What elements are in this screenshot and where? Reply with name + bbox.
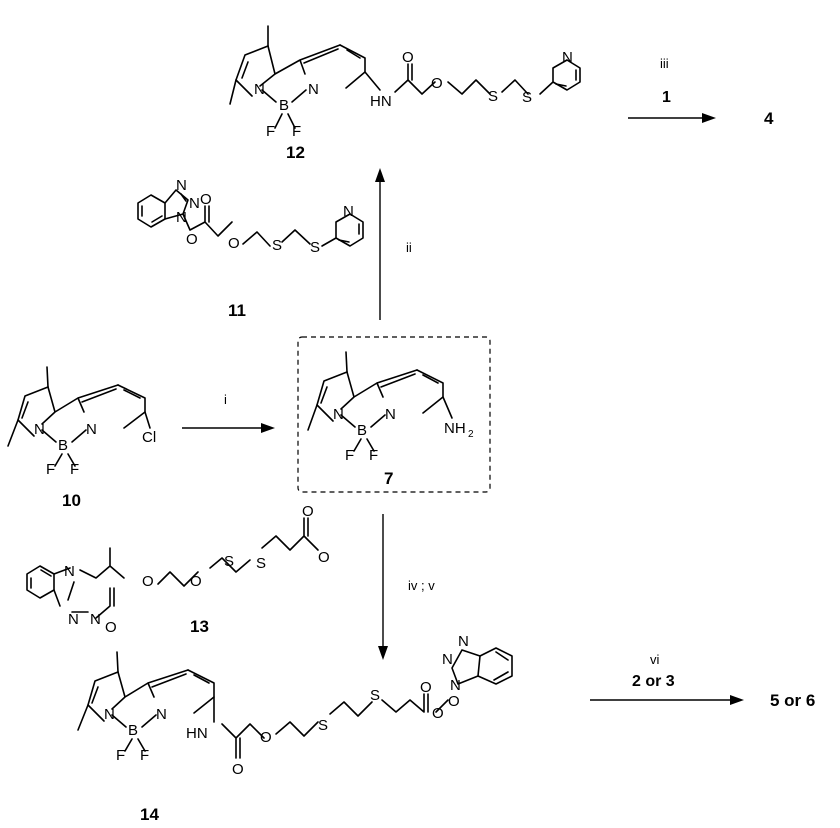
atom-B: B xyxy=(58,437,68,454)
atom-N: N xyxy=(458,633,469,650)
atom-S: S xyxy=(310,239,320,256)
atom-O: O xyxy=(190,573,202,590)
atom-HN: HN xyxy=(186,725,208,742)
atom-S: S xyxy=(318,717,328,734)
atom-Cl: Cl xyxy=(142,429,156,446)
atom-F: F xyxy=(369,447,378,464)
atom-O: O xyxy=(228,235,240,252)
atom-F: F xyxy=(345,447,354,464)
atom-O: O xyxy=(318,549,330,566)
atom-B: B xyxy=(357,422,367,439)
atom-N: N xyxy=(156,706,167,723)
atom-F: F xyxy=(140,747,149,764)
atom-N: N xyxy=(450,677,461,694)
atom-F: F xyxy=(292,123,301,140)
atom-O: O xyxy=(105,619,117,636)
product-label-5-or-6: 5 or 6 xyxy=(770,691,815,710)
atom-S: S xyxy=(224,553,234,570)
product-label-4: 4 xyxy=(764,109,774,128)
condition-ii: ii xyxy=(406,240,412,255)
atom-O: O xyxy=(448,693,460,710)
atom-B: B xyxy=(128,722,138,739)
atom-F: F xyxy=(70,461,79,478)
compound-label-11: 11 xyxy=(228,301,246,320)
atom-N: N xyxy=(442,651,453,668)
atom-O: O xyxy=(302,503,314,520)
compound-11-structure: N N N O O O S S N 11 xyxy=(137,177,364,320)
atom-S: S xyxy=(370,687,380,704)
atom-O: O xyxy=(186,231,198,248)
atom-S: S xyxy=(522,89,532,106)
atom-O: O xyxy=(431,75,443,92)
atom-F: F xyxy=(46,461,55,478)
compound-label-13: 13 xyxy=(190,617,209,636)
atom-N: N xyxy=(104,706,115,723)
atom-N: N xyxy=(86,421,97,438)
atom-O: O xyxy=(420,679,432,696)
compound-7-structure: N B N F F NH 2 7 xyxy=(297,336,491,493)
atom-N: N xyxy=(333,406,344,423)
reagent-1: 1 xyxy=(662,89,671,106)
condition-iii: iii xyxy=(660,56,669,71)
atom-N: N xyxy=(68,611,79,628)
atom-N: N xyxy=(64,563,75,580)
subscript-2: 2 xyxy=(468,429,474,440)
atom-N: N xyxy=(176,177,187,194)
reagent-2-or-3: 2 or 3 xyxy=(632,673,675,690)
reaction-arrow-iv-v: iv ; v xyxy=(378,514,435,660)
compound-12-structure: N B N F F HN O O S S N 12 xyxy=(229,25,581,162)
compound-label-14: 14 xyxy=(140,805,159,824)
atom-O: O xyxy=(260,729,272,746)
atom-N: N xyxy=(562,49,573,66)
atom-O: O xyxy=(402,49,414,66)
atom-N: N xyxy=(189,195,200,212)
compound-label-12: 12 xyxy=(286,143,305,162)
condition-iv-v: iv ; v xyxy=(408,578,435,593)
atom-N: N xyxy=(176,209,187,226)
compound-label-10: 10 xyxy=(62,491,81,510)
atom-O: O xyxy=(200,191,212,208)
atom-NH: NH xyxy=(444,420,466,437)
atom-F: F xyxy=(266,123,275,140)
atom-S: S xyxy=(272,237,282,254)
reaction-arrow-ii: ii xyxy=(375,168,412,320)
atom-S: S xyxy=(256,555,266,572)
atom-HN: HN xyxy=(370,93,392,110)
atom-N: N xyxy=(34,421,45,438)
reaction-arrow-i: i xyxy=(182,392,275,433)
compound-13-structure: N N N O O O S S O O 13 xyxy=(26,503,330,636)
reaction-arrow-iii: iii 1 xyxy=(628,56,716,123)
atom-F: F xyxy=(116,747,125,764)
atom-O: O xyxy=(432,705,444,722)
compound-10-structure: N B N F F Cl 10 xyxy=(7,366,156,510)
highlight-box xyxy=(297,336,491,493)
atom-N: N xyxy=(385,406,396,423)
compound-14-structure: N B N F F HN O O S S O O O N N N 14 xyxy=(77,633,513,824)
condition-vi: vi xyxy=(650,652,660,667)
atom-S: S xyxy=(488,88,498,105)
atom-O: O xyxy=(142,573,154,590)
atom-N: N xyxy=(343,203,354,220)
atom-O: O xyxy=(232,761,244,778)
reaction-arrow-vi: vi 2 or 3 xyxy=(590,652,744,705)
atom-N: N xyxy=(254,81,265,98)
atom-B: B xyxy=(279,97,289,114)
condition-i: i xyxy=(224,392,227,407)
atom-N: N xyxy=(90,611,101,628)
compound-label-7: 7 xyxy=(384,469,393,488)
atom-N: N xyxy=(308,81,319,98)
